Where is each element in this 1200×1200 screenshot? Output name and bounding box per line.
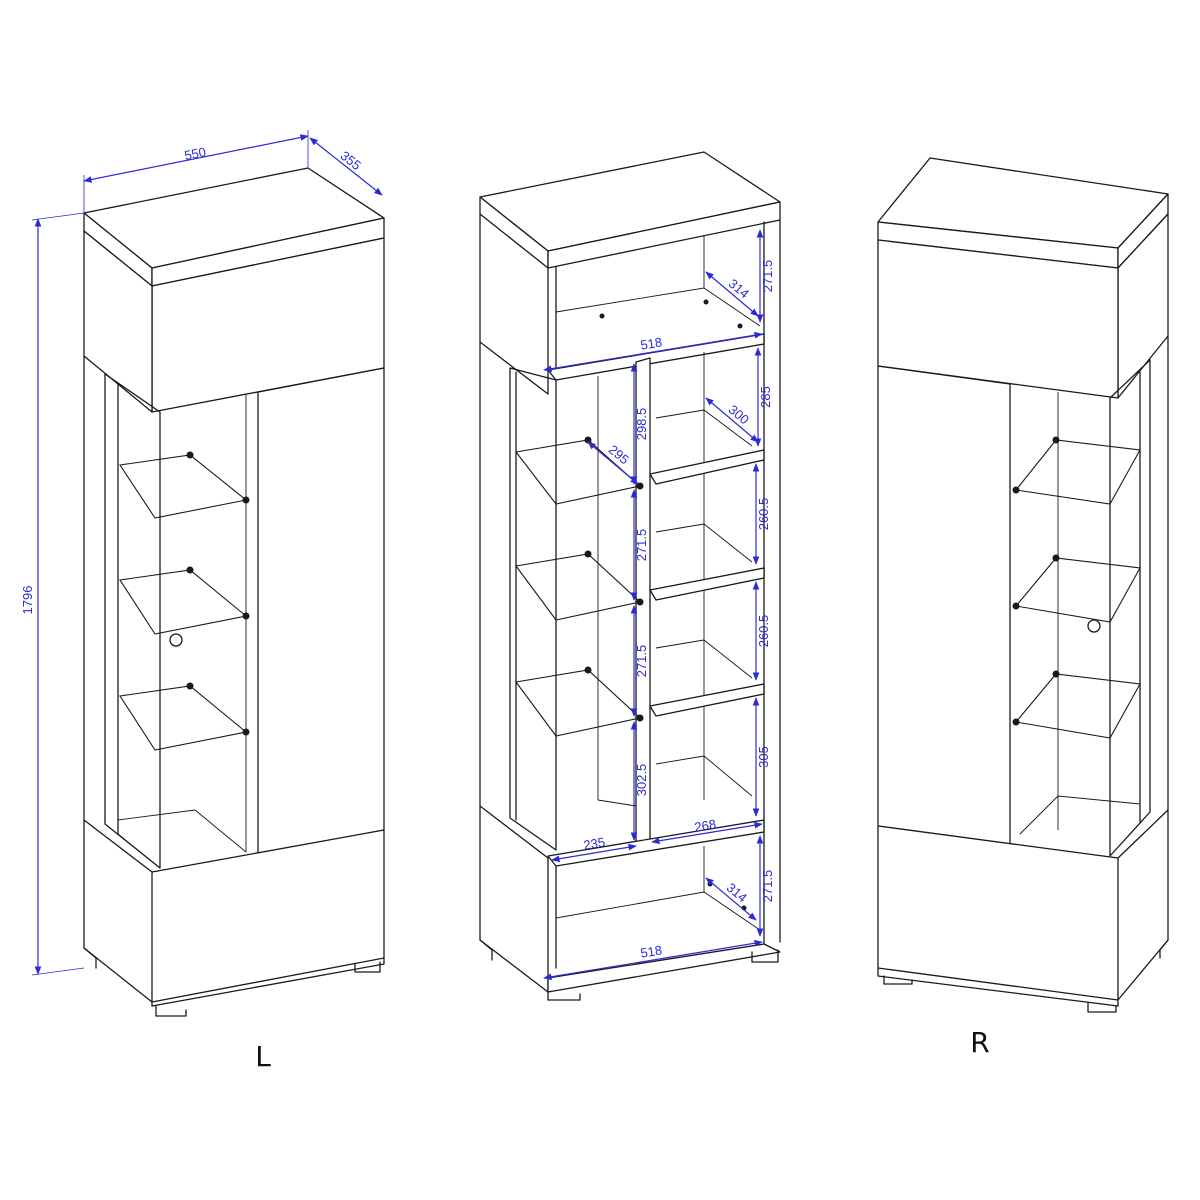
dim-right-gap-2: 260.5 — [756, 498, 771, 531]
dim-bottom-inner-width: 518 — [639, 942, 663, 960]
dim-overall-depth: 355 — [338, 148, 364, 173]
dim-glass-gap-4: 302.5 — [634, 764, 649, 797]
cabinet-right: R — [877, 157, 1169, 1059]
dim-bottom-compartment-height: 271.5 — [760, 870, 775, 903]
dim-right-section-width: 268 — [693, 816, 717, 834]
label-right: R — [970, 1026, 989, 1059]
dim-left-section-width: 235 — [582, 834, 606, 852]
dim-right-gap-1: 285 — [758, 386, 773, 408]
label-left: L — [255, 1040, 271, 1073]
cabinet-middle: 271.5 314 518 295 298.5 271.5 271.5 302.… — [479, 151, 781, 1001]
dim-overall-width: 550 — [183, 144, 207, 163]
dim-top-compartment-height: 271.5 — [760, 260, 775, 293]
dim-top-inner-width: 518 — [639, 334, 663, 352]
dim-right-shelf-depth: 300 — [726, 402, 752, 427]
dim-glass-shelf-depth: 295 — [606, 442, 632, 467]
dim-right-gap-4: 305 — [756, 746, 771, 768]
dim-bottom-compartment-depth: 314 — [724, 880, 750, 905]
cabinet-left: 550 355 1796 L — [20, 130, 385, 1073]
dim-glass-gap-3: 271.5 — [634, 645, 649, 678]
dim-glass-gap-2: 271.5 — [634, 529, 649, 562]
dim-top-compartment-depth: 314 — [726, 276, 752, 301]
dim-glass-gap-1: 298.5 — [634, 408, 649, 441]
dim-overall-height: 1796 — [20, 586, 35, 615]
dim-right-gap-3: 260.5 — [756, 615, 771, 648]
